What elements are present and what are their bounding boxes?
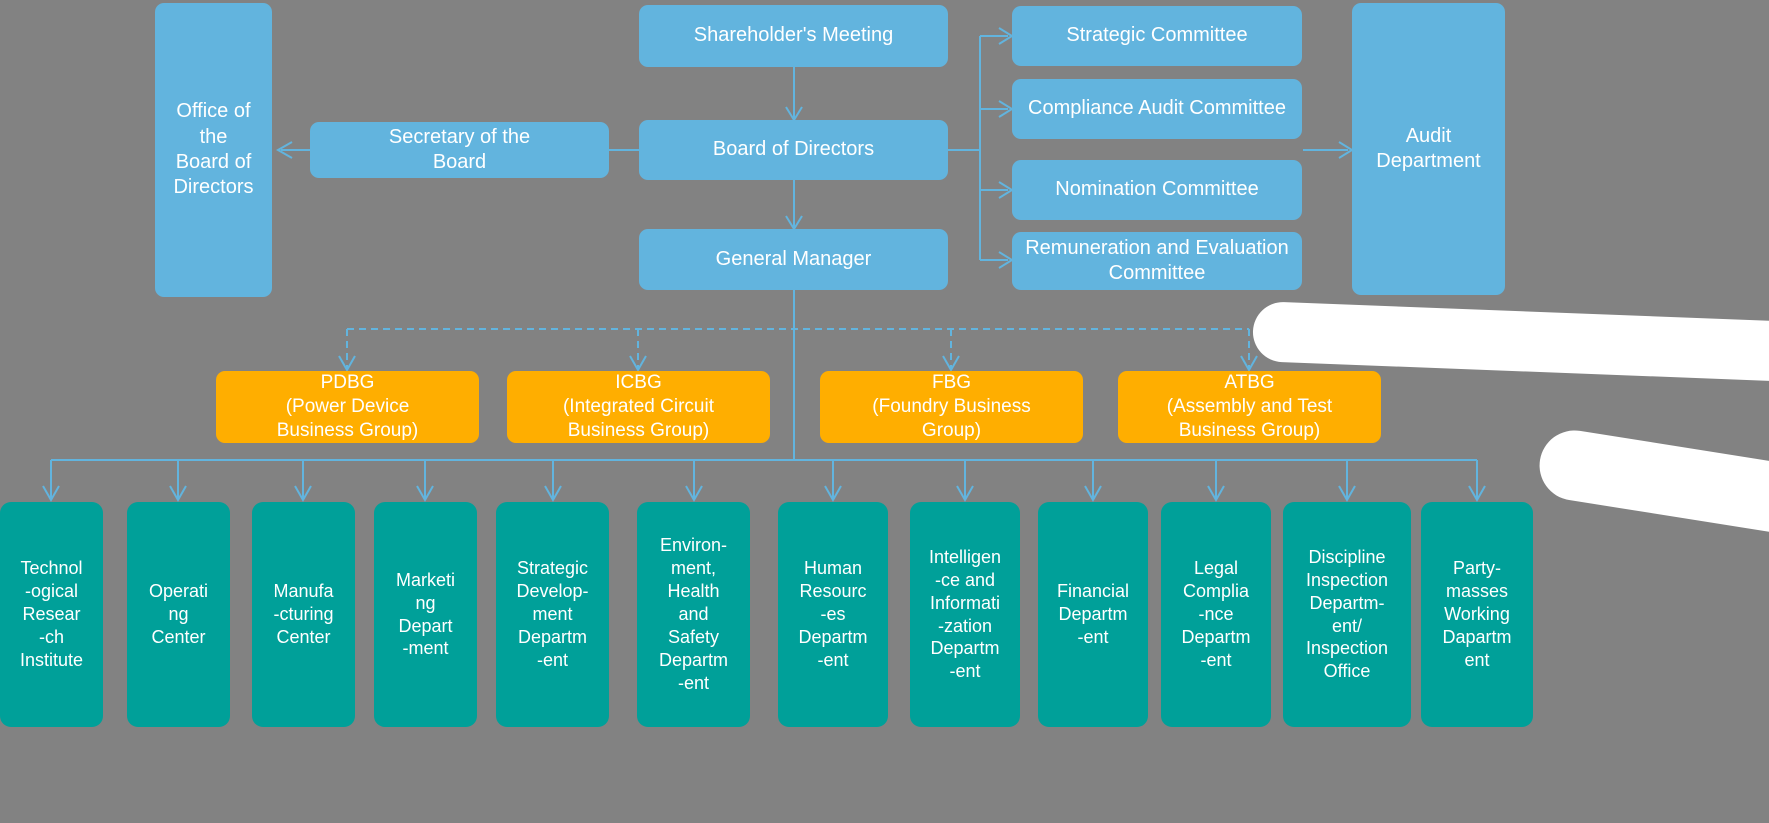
node-department-human-resources[interactable]: Human Resourc -es Departm -ent <box>778 502 888 727</box>
node-secretary-of-the-board[interactable]: Secretary of the Board <box>310 122 609 178</box>
pointer-overlay-shape-secondary <box>1534 425 1769 536</box>
node-department-environment-health-safety[interactable]: Environ- ment, Health and Safety Departm… <box>637 502 750 727</box>
node-business-group-atbg[interactable]: ATBG (Assembly and Test Business Group) <box>1118 371 1381 443</box>
node-department-party-masses-working[interactable]: Party- masses Working Dapartm ent <box>1421 502 1533 727</box>
node-committee-strategic[interactable]: Strategic Committee <box>1012 6 1302 66</box>
node-department-intelligence-informatization[interactable]: Intelligen -ce and Informati -zation Dep… <box>910 502 1020 727</box>
node-department-manufacturing-center[interactable]: Manufa -cturing Center <box>252 502 355 727</box>
pointer-overlay-shape <box>1251 301 1769 381</box>
node-department-discipline-inspection[interactable]: Discipline Inspection Departm- ent/ Insp… <box>1283 502 1411 727</box>
node-department-marketing[interactable]: Marketi ng Depart -ment <box>374 502 477 727</box>
node-department-technological-research-institute[interactable]: Technol -ogical Resear -ch Institute <box>0 502 103 727</box>
node-business-group-pdbg[interactable]: PDBG (Power Device Business Group) <box>216 371 479 443</box>
node-audit-department[interactable]: Audit Department <box>1352 3 1505 295</box>
node-committee-nomination[interactable]: Nomination Committee <box>1012 160 1302 220</box>
node-department-legal-compliance[interactable]: Legal Complia -nce Departm -ent <box>1161 502 1271 727</box>
node-department-operating-center[interactable]: Operati ng Center <box>127 502 230 727</box>
node-business-group-fbg[interactable]: FBG (Foundry Business Group) <box>820 371 1083 443</box>
node-shareholders-meeting[interactable]: Shareholder's Meeting <box>639 5 948 67</box>
node-department-financial[interactable]: Financial Departm -ent <box>1038 502 1148 727</box>
node-board-of-directors[interactable]: Board of Directors <box>639 120 948 180</box>
node-general-manager[interactable]: General Manager <box>639 229 948 290</box>
node-committee-remuneration-evaluation[interactable]: Remuneration and Evaluation Committee <box>1012 232 1302 290</box>
node-business-group-icbg[interactable]: ICBG (Integrated Circuit Business Group) <box>507 371 770 443</box>
node-committee-compliance-audit[interactable]: Compliance Audit Committee <box>1012 79 1302 139</box>
node-office-of-the-board-of-directors[interactable]: Office of the Board of Directors <box>155 3 272 297</box>
node-department-strategic-development[interactable]: Strategic Develop- ment Departm -ent <box>496 502 609 727</box>
